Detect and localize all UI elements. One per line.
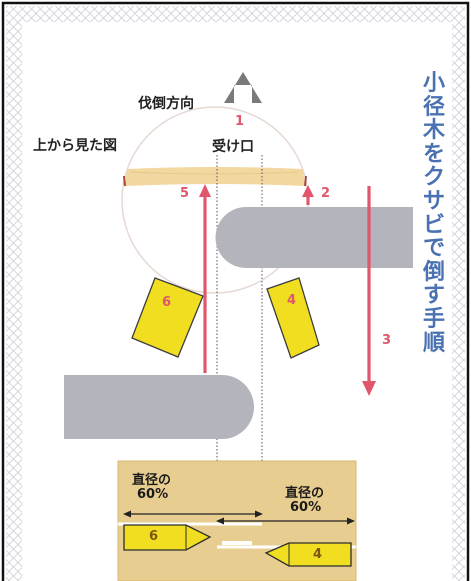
- felling-direction-arrow: [224, 72, 262, 103]
- saw-bar-lower: [64, 375, 254, 439]
- measure-right-head-a: [216, 517, 224, 525]
- saw-bar-upper: [215, 207, 413, 268]
- notch-band-grain: [130, 171, 300, 175]
- stump-side-outline: [117, 460, 357, 581]
- notch-label: 受け口: [212, 139, 254, 155]
- step-2-number: 2: [321, 186, 331, 201]
- side-wedge-right: [264, 542, 352, 567]
- diameter-note-right-text: 直径の: [285, 486, 325, 501]
- arrow-2-head: [302, 185, 314, 197]
- diameter-note-left-percent: 60%: [137, 487, 169, 502]
- kerf-gap: [222, 541, 252, 545]
- step-4-number: 4: [287, 293, 297, 308]
- diameter-note-right: 直径の 60%: [285, 487, 324, 515]
- wedge-left: [131, 277, 204, 358]
- diameter-note-left: 直径の 60%: [132, 474, 171, 502]
- step-3-number: 3: [382, 333, 392, 348]
- side-wedge-left-number: 6: [149, 529, 159, 544]
- procedure-title: 小径木をクサビで倒す手順: [422, 71, 445, 356]
- notch-edge-right: [304, 175, 307, 187]
- measure-left-head-b: [255, 510, 263, 518]
- side-wedge-left: [123, 524, 212, 551]
- notch-band: [125, 167, 305, 186]
- step-6-number: 6: [162, 295, 172, 310]
- measure-left-head-a: [123, 510, 131, 518]
- notch-edge-left: [123, 175, 126, 187]
- step-1-number: 1: [235, 114, 245, 129]
- diameter-note-left-text: 直径の: [132, 473, 172, 488]
- step-5-number: 5: [180, 186, 190, 201]
- arrow-3-head: [362, 381, 376, 396]
- felling-direction-label: 伐倒方向: [138, 96, 194, 112]
- step-arrows: [199, 184, 376, 396]
- side-wedge-right-number: 4: [313, 547, 323, 562]
- measure-right-head-b: [347, 517, 355, 525]
- measurement-arrows: [123, 510, 355, 525]
- diameter-note-right-percent: 60%: [290, 500, 322, 515]
- wedge-right: [266, 277, 320, 359]
- arrow-5-head: [199, 184, 211, 197]
- view-label: 上から見た図: [33, 138, 117, 154]
